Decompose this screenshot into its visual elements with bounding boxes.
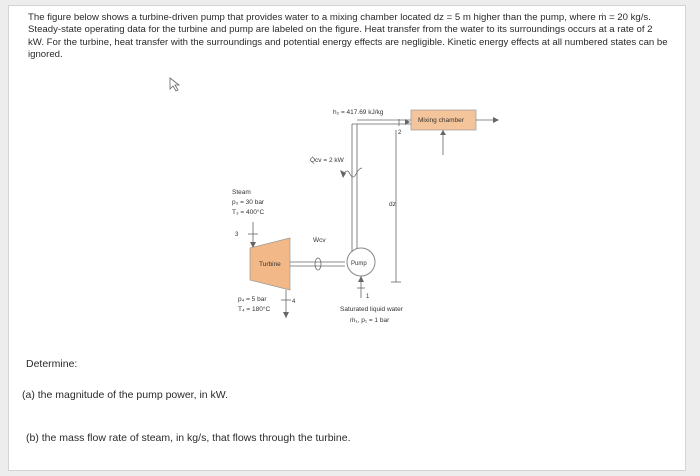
pump-label: Pump	[351, 261, 367, 267]
turbine-label: Turbine	[259, 261, 281, 268]
question-a: (a) the magnitude of the pump power, in …	[22, 389, 229, 401]
pump-inlet-arrow-icon	[358, 276, 364, 282]
flow-arrow-icon	[405, 119, 410, 125]
m1-p1-label: ṁ₁, p₁ = 1 bar	[350, 317, 390, 324]
qcv-label: Q̇cv = 2 kW	[310, 156, 345, 164]
inlet-arrow-icon	[440, 130, 446, 135]
turbine-shape	[249, 237, 291, 291]
steam-label: Steam	[232, 189, 251, 196]
mouse-cursor-icon	[169, 77, 181, 92]
determine-label: Determine:	[26, 358, 78, 370]
state-4-label: 4	[292, 299, 296, 305]
saturated-liquid-label: Saturated liquid water	[340, 306, 404, 313]
exhaust-arrow-icon	[283, 312, 289, 318]
state-1-label: 1	[366, 294, 370, 300]
mixing-chamber-label: Mixing chamber	[418, 117, 465, 124]
t3-label: T₃ = 400°C	[232, 208, 264, 216]
dz-label: dz	[389, 201, 396, 208]
state-3-label: 3	[235, 232, 239, 238]
outlet-arrow-icon	[493, 117, 499, 123]
coupling-icon	[314, 257, 322, 271]
question-b: (b) the mass flow rate of steam, in kg/s…	[26, 432, 351, 444]
heat-transfer-squiggle-icon	[343, 167, 363, 178]
steam-inlet-arrow-icon	[250, 242, 256, 248]
p3-label: p₃ = 30 bar	[232, 199, 265, 206]
wcv-label: Ẇcv	[313, 235, 326, 244]
state-2-label: 2	[398, 130, 402, 136]
question-card	[8, 5, 686, 471]
heat-arrow-icon	[340, 170, 346, 178]
problem-statement: The figure below shows a turbine-driven …	[28, 12, 668, 61]
t4-label: T₄ = 180°C	[238, 305, 270, 313]
h2-label: h₂ = 417.69 kJ/kg	[333, 109, 384, 116]
p4-label: p₄ = 5 bar	[238, 296, 267, 303]
